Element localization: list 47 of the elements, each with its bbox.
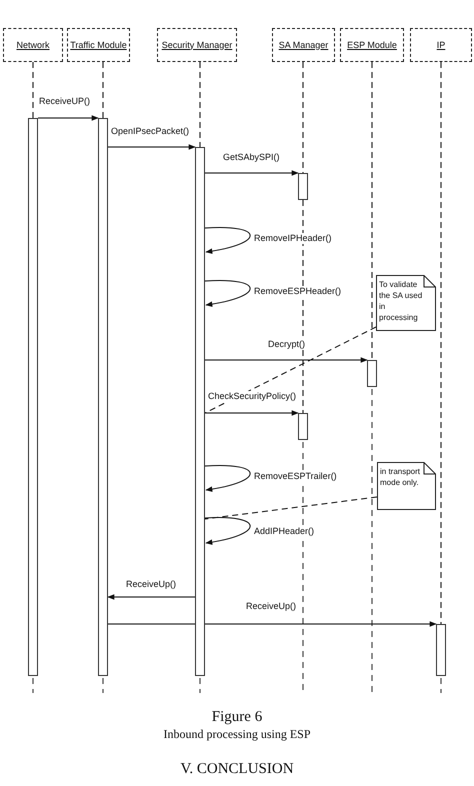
lifeline bbox=[32, 62, 34, 118]
activation-bar bbox=[298, 173, 308, 200]
message-arrow bbox=[38, 115, 99, 121]
lifeline bbox=[102, 62, 104, 118]
edge-label: AddIPHeader() bbox=[253, 526, 316, 537]
activation-bar bbox=[298, 413, 308, 440]
edge-label: ReceiveUp() bbox=[125, 579, 178, 590]
figure-caption: Inbound processing using ESP bbox=[164, 726, 310, 742]
leader-line bbox=[204, 496, 378, 520]
lifeline-box: Security Manager bbox=[157, 28, 237, 62]
lifeline-box: IP bbox=[410, 28, 472, 62]
note: To validate the SA used in processing bbox=[376, 275, 436, 331]
edge-label: GetSAbySPI() bbox=[222, 152, 281, 163]
edge-label: ReceiveUP() bbox=[38, 96, 92, 107]
self-message-arrow bbox=[204, 517, 251, 545]
note: in transport mode only. bbox=[377, 462, 436, 510]
message-arrow bbox=[204, 410, 299, 416]
message-arrow bbox=[204, 170, 299, 176]
leader-line bbox=[204, 326, 376, 414]
edge-label: Decrypt() bbox=[267, 339, 306, 350]
edge-label: RemoveESPHeader() bbox=[253, 286, 342, 297]
lifeline-box: SA Manager bbox=[272, 28, 335, 62]
lifeline-box: Network bbox=[3, 28, 63, 62]
message-arrow bbox=[108, 621, 437, 627]
message-arrow bbox=[108, 144, 196, 150]
self-message-arrow bbox=[204, 280, 251, 307]
edge-label: OpenIPsecPacket() bbox=[110, 126, 190, 137]
figure-title: Figure 6 bbox=[212, 708, 262, 726]
activation-bar bbox=[367, 360, 377, 387]
self-message-arrow bbox=[204, 464, 251, 492]
lifeline-box: Traffic Module bbox=[67, 28, 130, 62]
edge-label: ReceiveUp() bbox=[245, 601, 298, 612]
activation-bar bbox=[28, 118, 38, 676]
edge-label: CheckSecurityPolicy() bbox=[207, 391, 298, 402]
lifeline bbox=[302, 62, 304, 174]
activation-bar bbox=[98, 118, 108, 676]
edge-label: RemoveIPHeader() bbox=[253, 233, 333, 244]
activation-bar bbox=[436, 624, 446, 676]
message-arrow bbox=[107, 594, 196, 600]
activation-bar bbox=[195, 147, 205, 676]
message-arrow bbox=[204, 357, 368, 363]
lifeline bbox=[440, 62, 442, 624]
lifeline-box: ESP Module bbox=[340, 28, 404, 62]
self-message-arrow bbox=[204, 226, 251, 254]
section-heading: V. CONCLUSION bbox=[180, 760, 294, 778]
edge-label: RemoveESPTrailer() bbox=[253, 471, 338, 482]
lifeline bbox=[302, 200, 304, 414]
